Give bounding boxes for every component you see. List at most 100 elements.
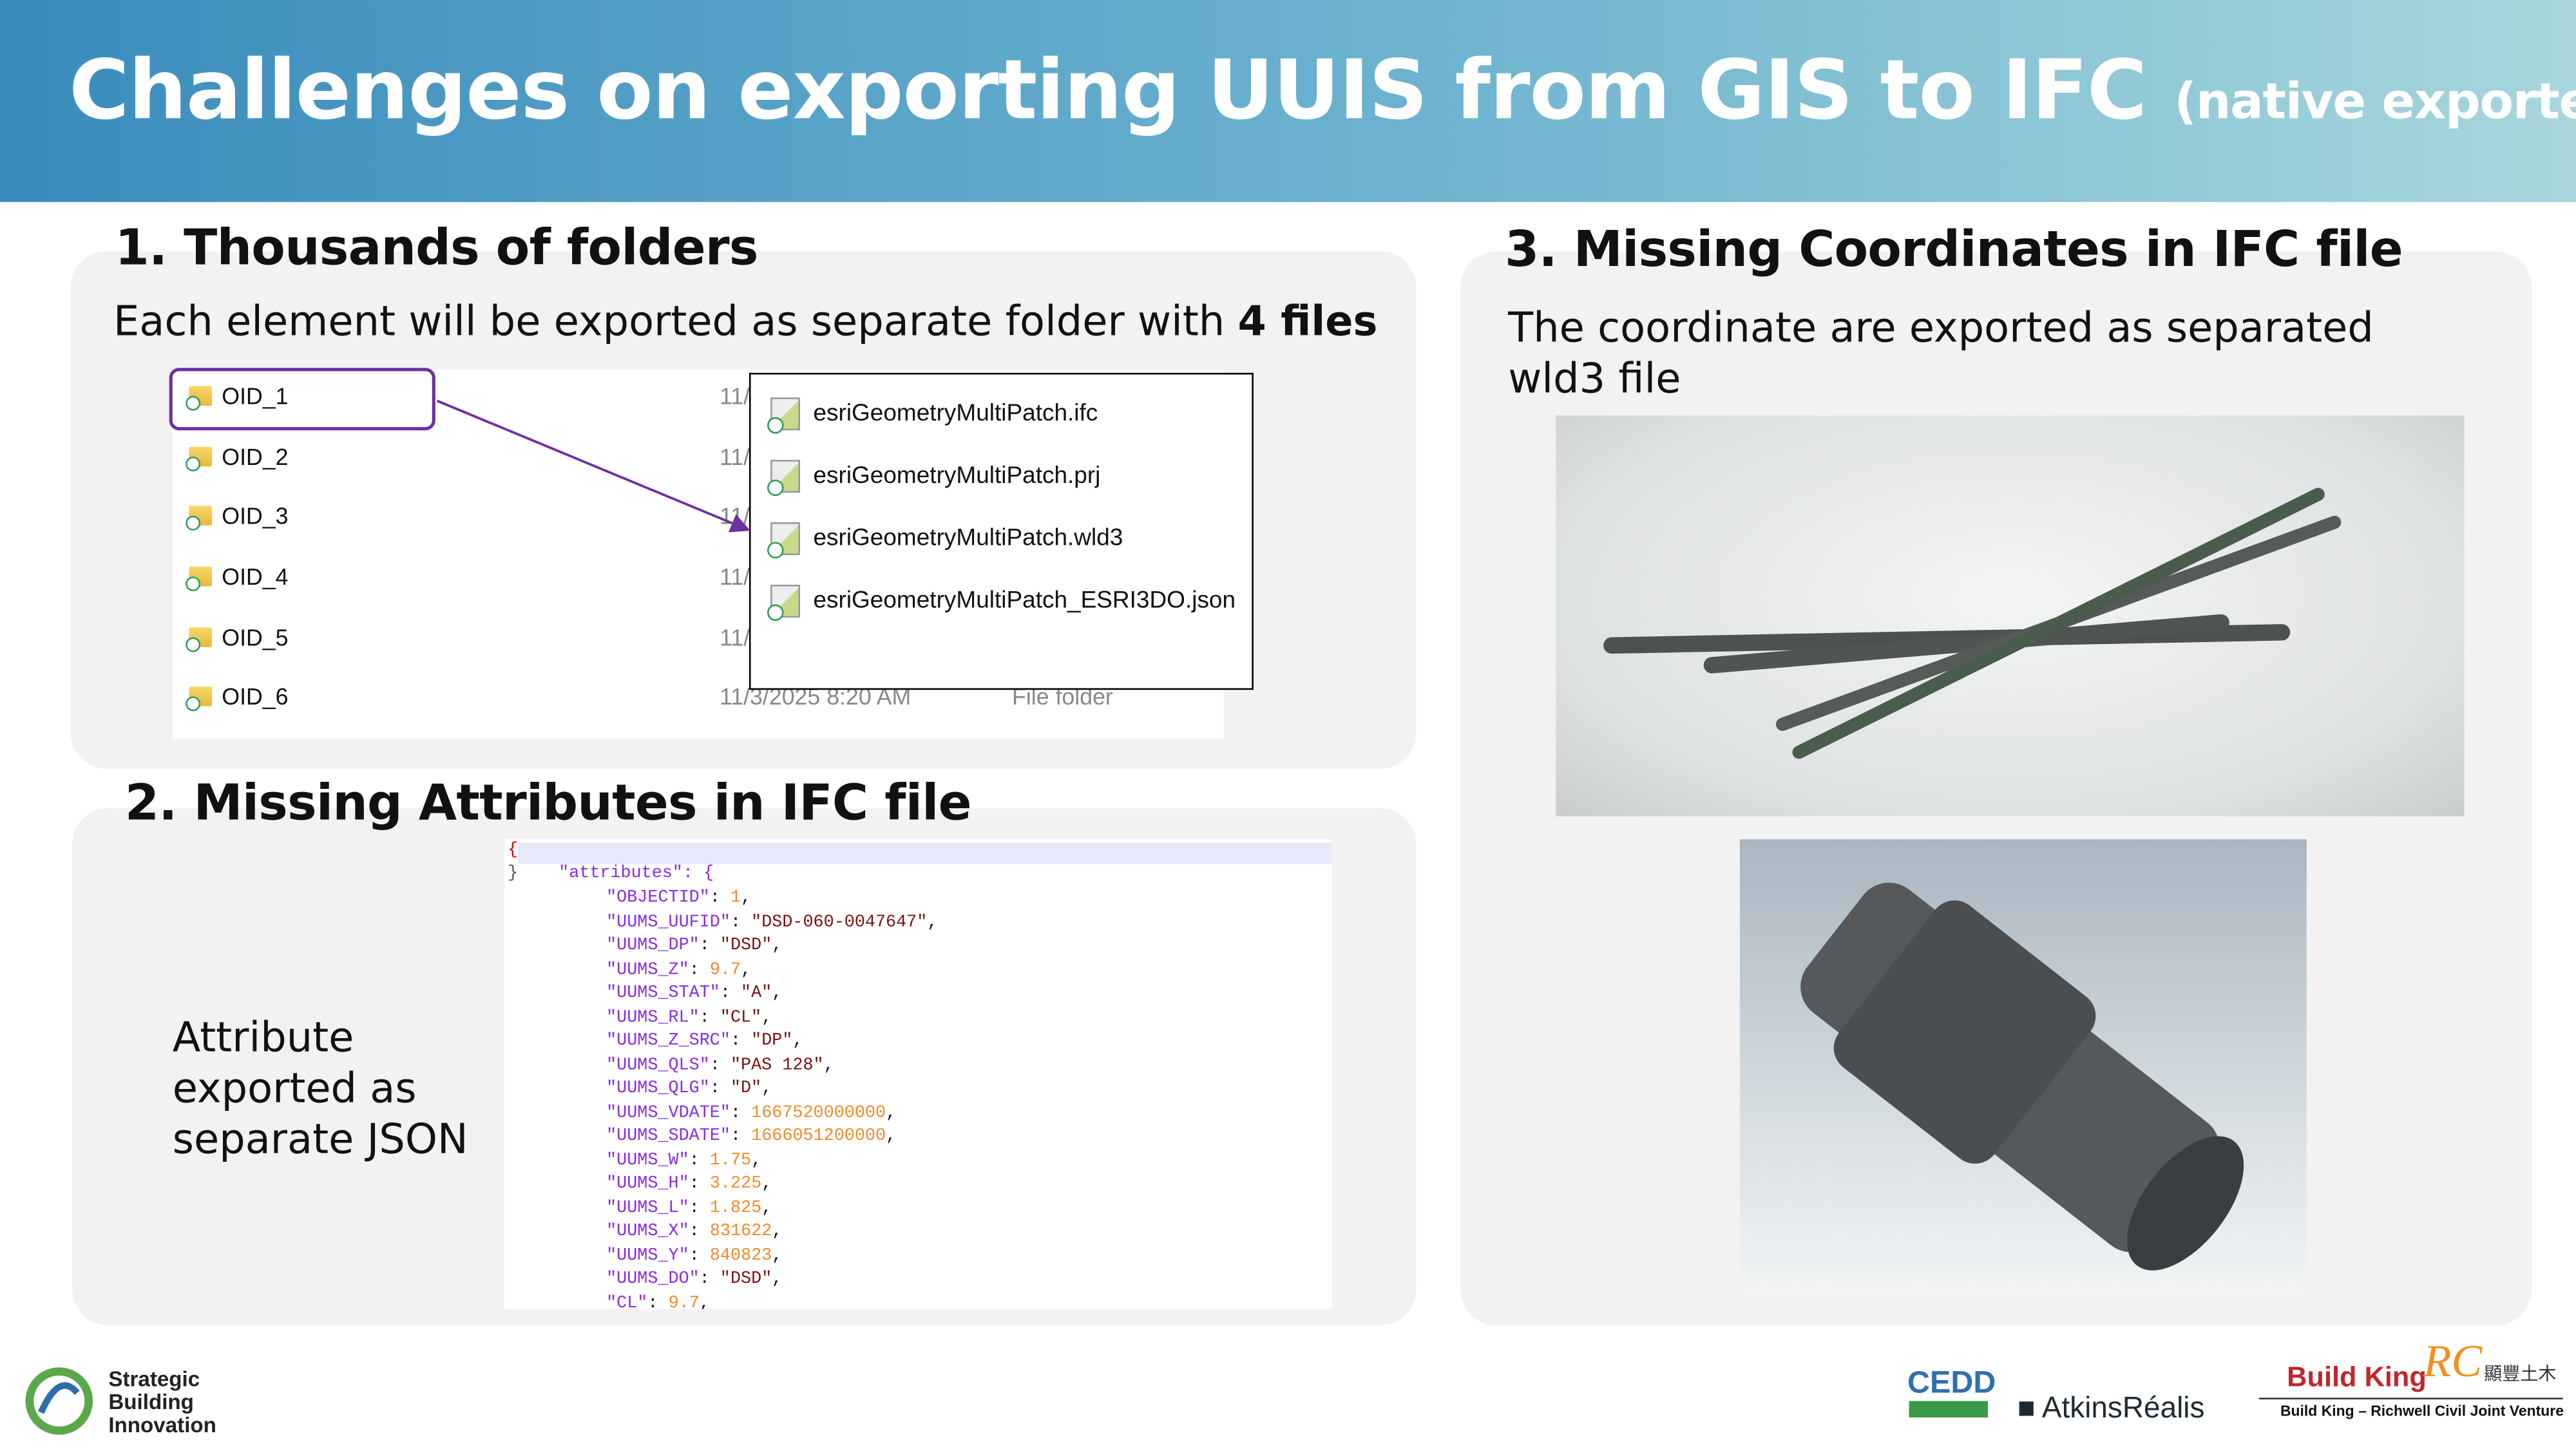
json-key: "CL" [606,1293,648,1309]
json-key: "UUMS_Z_SRC" [606,1031,730,1052]
folder-icon [186,566,213,592]
folder-name: OID_2 [222,443,289,470]
section2-description: Attribute exported as separate JSON [173,1012,468,1164]
title-subtitle: (native exporter) [2174,73,2576,132]
file-item[interactable]: esriGeometryMultiPatch.ifc [767,397,1098,434]
current-line-highlight [517,842,1333,864]
sbi-line: Strategic [108,1366,200,1392]
file-item[interactable]: esriGeometryMultiPatch.prj [767,460,1101,497]
json-value: "A" [741,983,772,1004]
sbi-line: Building [108,1389,194,1414]
json-line: "OBJECTID": 1, [606,888,752,909]
folder-date: 11/ [720,624,750,650]
pipes-3d-view [1556,415,2465,817]
json-line: "UUMS_SDATE": 1666051200000, [606,1126,897,1147]
folder-row[interactable]: OID_3 [186,499,289,532]
json-value: 1 [730,888,741,909]
json-key: "UUMS_Z" [606,960,689,980]
buildking-logo: Build King [2287,1361,2427,1393]
atkins-text: AtkinsRéalis [2041,1391,2205,1425]
folder-row[interactable]: OID_5 [186,621,289,654]
folder-name: OID_6 [222,683,289,710]
json-value: 1.75 [709,1150,752,1171]
file-name: esriGeometryMultiPatch.prj [813,463,1101,490]
folder-name: OID_3 [222,502,289,529]
section2-title: 2. Missing Attributes in IFC file [124,775,972,833]
folder-row[interactable]: OID_2 [186,440,289,473]
jv-name: Build King – Richwell Civil Joint Ventur… [2280,1403,2564,1419]
folder-row[interactable]: OID_1 [186,379,289,412]
json-key: "UUMS_X" [606,1222,689,1242]
folder-icon [186,386,213,411]
pipe-segment-3d-view [1739,839,2307,1296]
json-key: "UUMS_VDATE" [606,1103,730,1123]
folder-name: OID_5 [222,624,289,650]
section1-title: 1. Thousands of folders [115,220,759,278]
json-key: "UUMS_QLG" [606,1079,710,1099]
desc-line: exported as [172,1064,417,1112]
slide-title: Challenges on exporting UUIS from GIS to… [69,43,2576,138]
json-key: "UUMS_DO" [606,1269,700,1290]
json-line: "UUMS_VDATE": 1667520000000, [606,1103,897,1123]
folder-row[interactable]: OID_6 [186,680,289,713]
file-name: esriGeometryMultiPatch.ifc [813,401,1098,428]
json-value: 840823 [709,1245,772,1266]
json-key: "UUMS_W" [606,1150,689,1171]
folder-row[interactable]: OID_4 [186,560,289,593]
pipes-render [1603,488,2342,759]
json-value: 1666051200000 [751,1126,886,1147]
sbi-logo-mark [25,1367,93,1435]
json-line: "UUMS_W": 1.75, [606,1150,762,1171]
json-line: "UUMS_Z": 9.7, [606,960,752,980]
rc-logo: RC [2423,1337,2483,1388]
atkins-logo: ■ AtkinsRéalis [2017,1391,2205,1425]
rc-chinese-name: 顯豐土木 [2484,1363,2557,1385]
json-key: "UUMS_UUFID" [606,912,730,933]
json-value: "DSD" [720,936,772,956]
file-item[interactable]: esriGeometryMultiPatch_ESRI3DO.json [767,584,1236,621]
json-code-view: { } "attributes": { "OBJECTID": 1,"UUMS_… [504,839,1333,1309]
folder-icon [186,687,213,712]
json-value: "D" [730,1079,762,1099]
json-value: "PAS 128" [730,1055,824,1075]
file-icon [767,522,801,559]
desc-line: Attribute [172,1013,354,1061]
desc-text: Each element will be exported as separat… [113,297,1238,345]
json-key: "UUMS_QLS" [606,1055,710,1075]
folder-name: OID_1 [222,383,289,410]
folder-icon [186,627,213,652]
json-line: "UUMS_QLS": "PAS 128", [606,1055,834,1075]
json-key: "UUMS_L" [606,1198,689,1218]
json-key: "UUMS_SDATE" [606,1126,730,1147]
file-item[interactable]: esriGeometryMultiPatch.wld3 [767,522,1123,559]
sbi-logo-text: Strategic Building Innovation [108,1366,216,1437]
pipe-segment-render [1800,882,2244,1271]
json-key: "UUMS_H" [606,1174,689,1195]
json-value: 1.825 [709,1198,762,1218]
desc-line: The coordinate are exported as separated [1508,303,2374,352]
file-icon [767,584,801,621]
json-key: "UUMS_STAT" [606,983,720,1004]
json-line: "UUMS_L": 1.825, [606,1198,772,1218]
json-key: "UUMS_RL" [606,1007,700,1028]
desc-line: separate JSON [172,1115,468,1163]
section3-description: The coordinate are exported as separated… [1508,302,2374,404]
json-line: "UUMS_Y": 840823, [606,1245,783,1266]
json-key: "UUMS_DP" [606,936,700,956]
section3-title: 3. Missing Coordinates in IFC file [1505,222,2403,279]
json-value: "DSD" [720,1269,772,1290]
json-value: 9.7 [668,1293,700,1309]
folder-date: 11/ [720,443,750,470]
title-text: Challenges on exporting UUIS from GIS to… [69,43,2147,138]
folder-name: OID_4 [222,563,289,590]
json-line: "UUMS_QLG": "D", [606,1079,772,1099]
desc-bold: 4 files [1237,297,1378,345]
header-banner [0,0,2576,202]
json-value: "CL" [720,1007,762,1028]
json-line: "UUMS_DP": "DSD", [606,936,783,956]
json-key: "UUMS_Y" [606,1245,689,1266]
json-line: "UUMS_STAT": "A", [606,983,783,1004]
cedd-logo: CEDD [1907,1366,1996,1401]
json-value: "DSD-060-0047647" [751,912,928,933]
